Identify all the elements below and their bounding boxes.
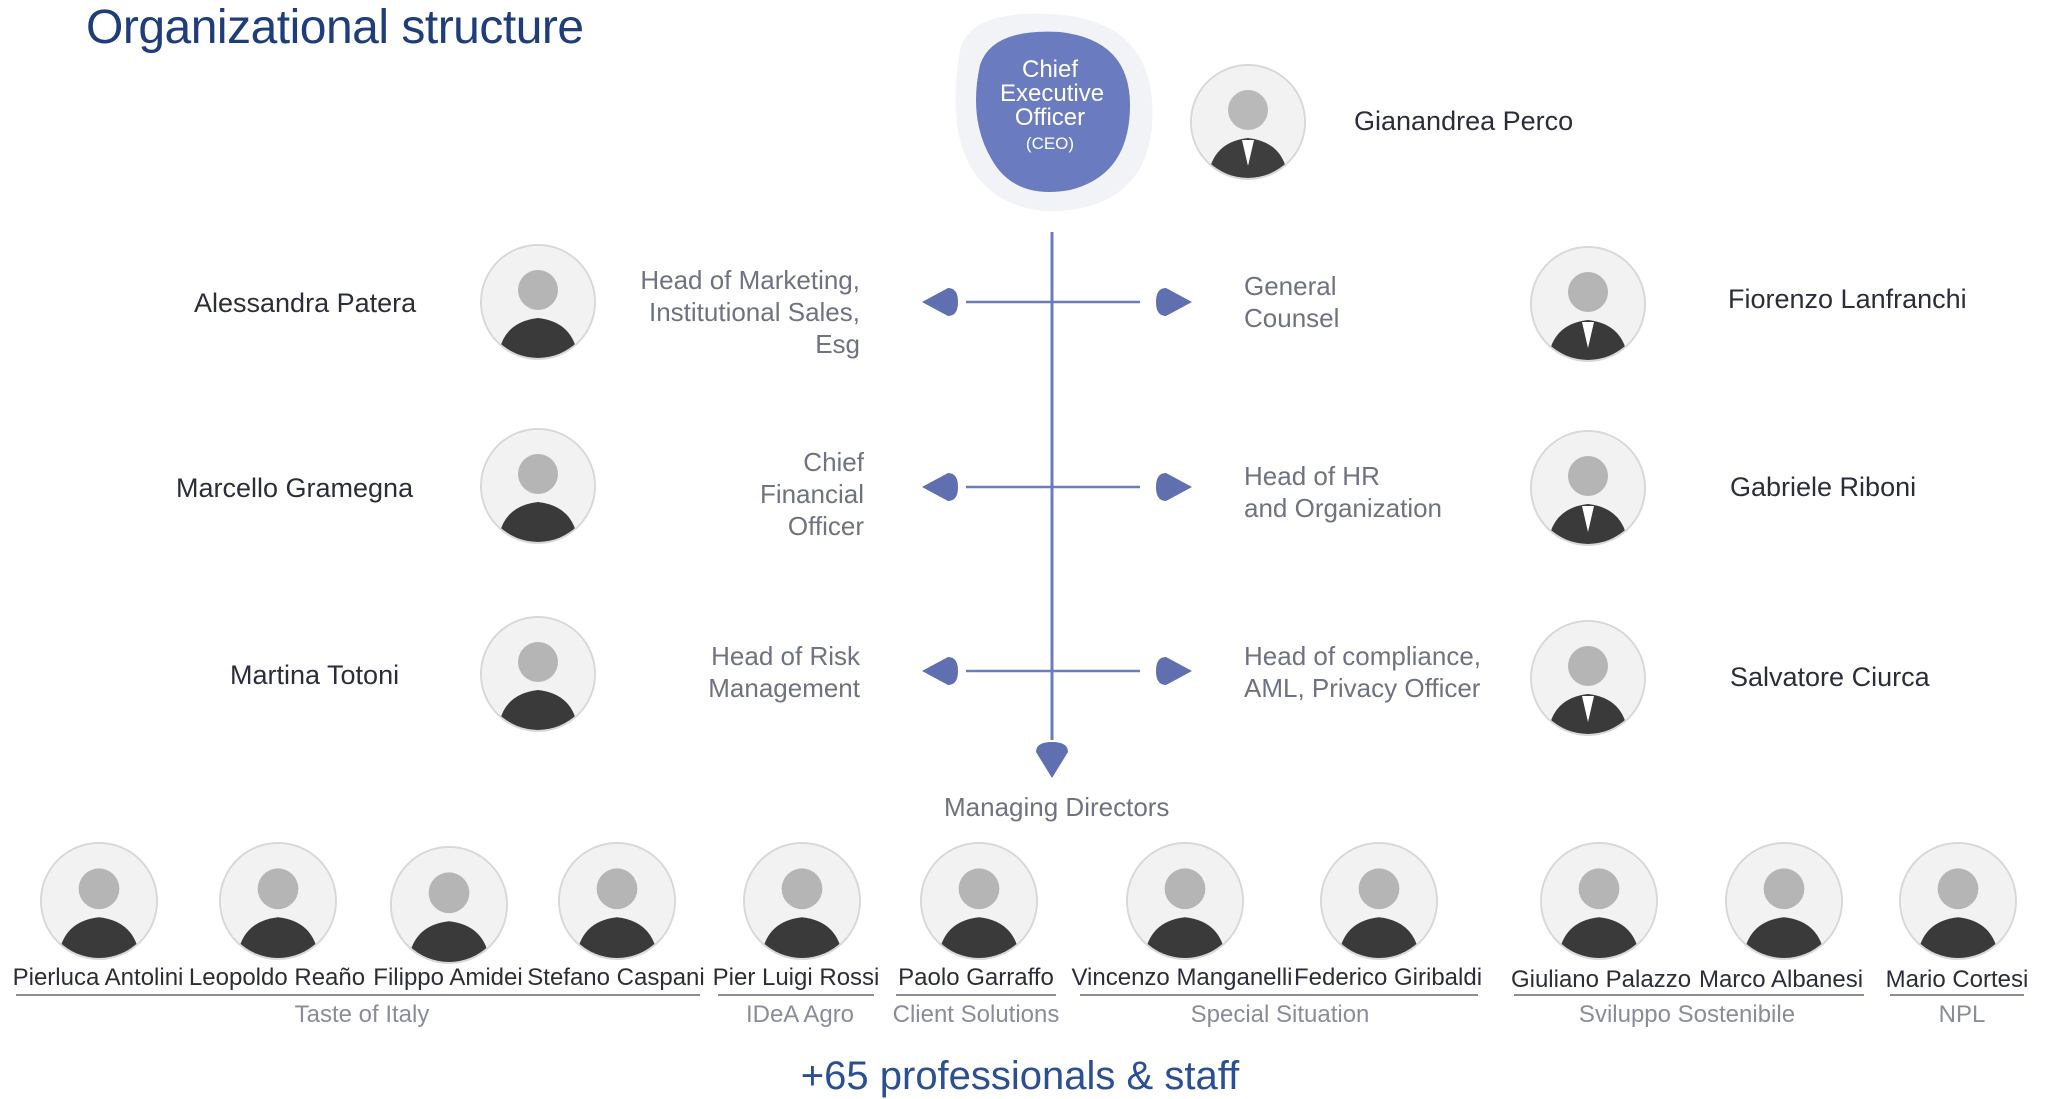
marker-right-1	[1156, 288, 1192, 316]
right-person-avatar	[1530, 246, 1646, 362]
role-line: Financial	[759, 479, 864, 509]
right-person-role: Head of HR and Organization	[1244, 460, 1442, 524]
md-name: Federico Giribaldi	[1293, 964, 1483, 991]
right-person-name: Fiorenzo Lanfranchi	[1728, 284, 1967, 314]
right-person-role: Head of compliance, AML, Privacy Officer	[1244, 640, 1481, 704]
group-underline-taste-of-italy	[16, 994, 700, 996]
md-name: Giuliano Palazzo	[1510, 966, 1692, 993]
md-avatar	[558, 842, 676, 960]
ceo-name: Gianandrea Perco	[1354, 106, 1574, 136]
md-avatar	[1320, 842, 1438, 960]
group-label: IDeA Agro	[745, 1001, 855, 1028]
role-line: Head of compliance,	[1244, 641, 1482, 671]
md-name: Pier Luigi Rossi	[712, 964, 880, 991]
md-avatar	[219, 842, 337, 960]
left-person-role: Chief Financial Officer	[600, 446, 864, 542]
managing-directors-label: Managing Directors	[944, 792, 1170, 822]
footer-text: +65 professionals & staff	[800, 1054, 1240, 1098]
md-avatar	[1725, 842, 1843, 960]
group-underline-sviluppo-sostenibile	[1514, 994, 1864, 996]
role-line: and Organization	[1244, 493, 1443, 523]
staff-count-footer: +65 professionals & staff	[0, 1054, 2046, 1099]
right-person-avatar	[1530, 430, 1646, 546]
role-line: AML, Privacy Officer	[1244, 673, 1481, 703]
ceo-role-line: Chief	[1021, 56, 1079, 83]
role-line: Chief	[803, 447, 864, 477]
left-person-name: Martina Totoni	[230, 660, 400, 690]
ceo-role-label: Chief Executive Officer (CEO)	[1000, 56, 1105, 156]
right-person-avatar	[1530, 620, 1646, 736]
right-person-role: General Counsel	[1244, 270, 1339, 334]
left-person-avatar	[480, 244, 596, 360]
md-avatar	[743, 842, 861, 960]
ceo-badge	[955, 13, 1153, 212]
role-line: Counsel	[1244, 303, 1340, 333]
right-person-name: Gabriele Riboni	[1730, 472, 1917, 502]
group-underline-client-solutions	[896, 994, 1056, 996]
group-underline-idea-agro	[718, 994, 874, 996]
md-name: Stefano Caspani	[527, 964, 705, 991]
md-name: Mario Cortesi	[1885, 966, 2029, 993]
marker-bottom	[1036, 742, 1068, 778]
role-line: Head of HR	[1244, 461, 1380, 491]
marker-right-3	[1156, 657, 1192, 685]
marker-left-2	[922, 473, 958, 501]
left-person-name: Marcello Gramegna	[176, 473, 414, 503]
md-name: Pierluca Antolini	[12, 964, 184, 991]
group-label: Sviluppo Sostenibile	[1578, 1001, 1796, 1028]
group-label: Taste of Italy	[294, 1001, 430, 1028]
md-avatar	[390, 846, 508, 964]
md-name: Paolo Garraffo	[898, 964, 1054, 991]
md-name: Vincenzo Manganelli	[1071, 964, 1293, 991]
marker-right-2	[1156, 473, 1192, 501]
md-avatar	[1540, 842, 1658, 960]
group-label: Client Solutions	[892, 1001, 1060, 1028]
group-label: NPL	[1938, 1001, 1986, 1028]
ceo-role-line: Officer	[1014, 104, 1086, 131]
role-line: Management	[708, 673, 860, 703]
role-line: Institutional Sales,	[648, 297, 860, 327]
group-underline-npl	[1890, 994, 2024, 996]
md-name: Marco Albanesi	[1698, 966, 1864, 993]
role-line: General	[1244, 271, 1337, 301]
role-line: Officer	[787, 511, 864, 541]
page-title: Organizational structure	[86, 1, 584, 54]
ceo-role-abbr: (CEO)	[1025, 134, 1075, 153]
left-person-name: Alessandra Patera	[194, 288, 417, 318]
marker-left-3	[922, 657, 958, 685]
md-name: Filippo Amidei	[373, 964, 523, 991]
md-avatar	[920, 842, 1038, 960]
left-person-avatar	[480, 616, 596, 732]
left-person-role: Head of Marketing, Institutional Sales, …	[600, 264, 860, 360]
right-person-name: Salvatore Ciurca	[1730, 662, 1930, 692]
left-person-avatar	[480, 428, 596, 544]
ceo-role-line: Executive	[1000, 80, 1105, 107]
md-name: Leopoldo Reaño	[188, 964, 366, 991]
role-line: Head of Marketing,	[640, 265, 860, 295]
left-person-role: Head of Risk Management	[600, 640, 860, 704]
ceo-avatar	[1190, 64, 1306, 180]
group-underline-special-situation	[1080, 994, 1478, 996]
md-avatar	[1126, 842, 1244, 960]
group-label: Special Situation	[1190, 1001, 1370, 1028]
md-avatar	[1899, 842, 2017, 960]
md-avatar	[40, 842, 158, 960]
marker-left-1	[922, 288, 958, 316]
role-line: Head of Risk	[711, 641, 860, 671]
role-line: Esg	[815, 329, 860, 359]
